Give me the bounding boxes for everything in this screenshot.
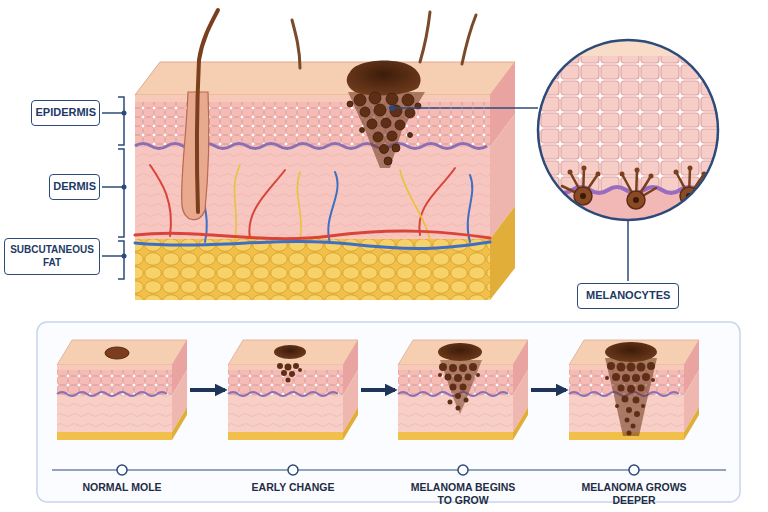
layer-label-text: EPIDERMIS xyxy=(35,106,96,120)
stage-arrow xyxy=(190,388,225,392)
timeline-dots xyxy=(117,465,639,475)
stage-block-text: NORMAL MOLE xyxy=(62,481,182,494)
stage-arrow xyxy=(361,388,395,392)
zoom-leader xyxy=(392,107,538,109)
stage-arrow xyxy=(531,388,566,392)
hair xyxy=(197,10,218,212)
stage-deeper xyxy=(569,340,699,440)
zoom-circle xyxy=(538,40,718,220)
stage-block-text: MELANOMA BEGINS TO GROW xyxy=(403,481,523,506)
layer-brackets xyxy=(102,97,124,279)
layer-label: EPIDERMIS xyxy=(31,100,100,126)
stage-normal xyxy=(57,340,187,440)
leader-dot xyxy=(389,105,395,111)
stage-block-text: EARLY CHANGE xyxy=(233,481,353,494)
stage-block: NORMAL MOLE xyxy=(57,340,187,440)
mole xyxy=(347,60,425,168)
stage-block: EARLY CHANGE xyxy=(228,340,358,440)
bracket-dots xyxy=(122,111,127,259)
callout-label: MELANOCYTES xyxy=(577,283,679,309)
timeline xyxy=(52,469,726,470)
zoom-view xyxy=(536,38,734,222)
layer-label-text: DERMIS xyxy=(53,180,96,194)
stage-block: MELANOMA GROWS DEEPER xyxy=(569,340,699,440)
stage-block: MELANOMA BEGINS TO GROW xyxy=(398,340,528,440)
melanocyte-leader xyxy=(627,220,629,281)
stage-grow xyxy=(398,340,528,440)
stages-panel xyxy=(37,322,740,502)
layer-label: SUBCUTANEOUS FAT xyxy=(4,238,100,275)
layer-label-text: SUBCUTANEOUS FAT xyxy=(8,244,96,269)
callout-label-text: MELANOCYTES xyxy=(586,289,670,303)
layer-label: DERMIS xyxy=(49,174,100,200)
hairs xyxy=(292,12,476,68)
stage-early xyxy=(228,340,358,440)
skin-cross-section xyxy=(135,10,515,300)
stage-block-text: MELANOMA GROWS DEEPER xyxy=(574,481,694,506)
